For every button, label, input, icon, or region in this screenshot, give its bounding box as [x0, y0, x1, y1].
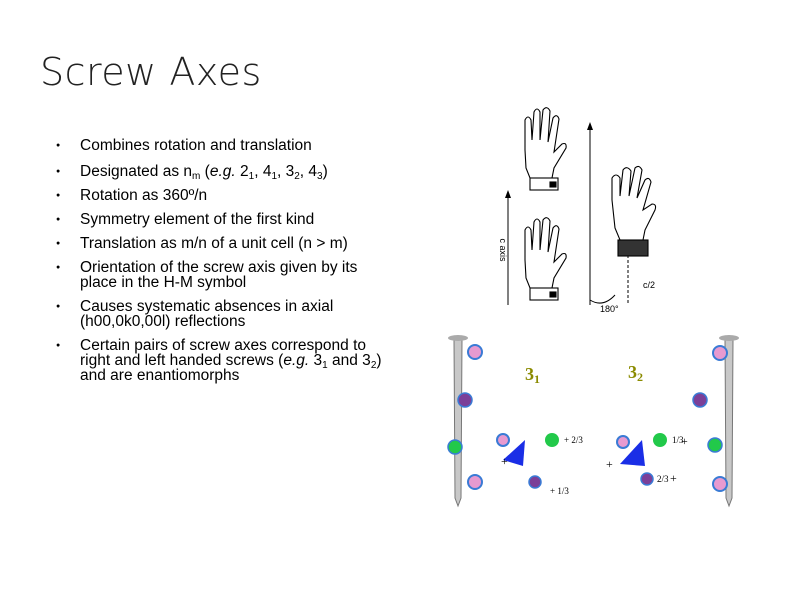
bullet-text: , 4	[254, 163, 272, 180]
screw-axis-figure: c axis c/2 180°	[440, 100, 740, 510]
bullet-text: ) and are enantiomorphs	[80, 352, 382, 384]
bullet-text: Rotation as 360º/n	[80, 187, 208, 204]
subscript: 1	[322, 360, 328, 371]
bullet-text: and 3	[327, 352, 371, 369]
screw-label-31: 31	[525, 364, 540, 386]
hand-icon	[524, 217, 567, 301]
italic-text: e.g.	[209, 163, 236, 180]
bullet-text: (	[200, 163, 210, 180]
bullet-text: Causes systematic absences in axial (h00…	[80, 298, 334, 330]
bullet-text: Translation as m/n of a unit cell (n > m…	[80, 235, 348, 252]
atom-purple	[528, 475, 542, 489]
atom-pink	[496, 433, 510, 447]
bullet-item: Orientation of the screw axis given by i…	[56, 259, 386, 291]
bullet-text: Certain pairs of screw axes correspond t…	[80, 337, 367, 369]
atom-green	[447, 439, 463, 455]
bullet-item: Certain pairs of screw axes correspond t…	[56, 337, 386, 384]
atom-pink	[616, 435, 630, 449]
c-half-label: c/2	[643, 280, 655, 290]
atom-purple	[692, 392, 708, 408]
atom-pink	[467, 474, 483, 490]
bullet-item: Causes systematic absences in axial (h00…	[56, 298, 386, 330]
subscript: 2	[370, 360, 377, 371]
triangle-right	[620, 440, 645, 466]
bullet-text: 2	[235, 163, 249, 180]
bullet-text: Orientation of the screw axis given by i…	[80, 259, 358, 291]
hand-icon	[524, 107, 567, 191]
bullet-item: Symmetry element of the first kind	[56, 211, 386, 228]
hand-icon	[611, 165, 657, 257]
label-plus: +	[681, 434, 688, 448]
bullet-text: , 3	[277, 163, 295, 180]
bullet-item: Translation as m/n of a unit cell (n > m…	[56, 235, 386, 252]
bullet-item: Rotation as 360º/n	[56, 187, 386, 204]
subscript: 1	[271, 171, 277, 182]
subscript: m	[192, 171, 201, 182]
atom-pink	[467, 344, 483, 360]
atom-green	[707, 437, 723, 453]
triangle-left	[503, 440, 525, 466]
label-two-thirds: 2/3	[657, 474, 669, 484]
screw-left	[453, 339, 463, 508]
bullet-text: )	[322, 163, 328, 180]
subscript: 1	[248, 171, 255, 182]
screw-label-32: 32	[628, 362, 643, 384]
label-plus: +	[606, 457, 613, 471]
bullet-item: Combines rotation and translation	[56, 137, 386, 154]
label-plus: +	[670, 471, 677, 485]
screw-axis-diagram: c axis c/2 180°	[447, 107, 739, 508]
subscript: 2	[294, 171, 300, 182]
c-axis-label: c axis	[498, 238, 508, 262]
label-plus: +	[501, 454, 508, 468]
subscript: 3	[317, 171, 323, 182]
atom-green	[545, 433, 559, 447]
italic-text: e.g.	[283, 352, 310, 369]
atom-pink	[712, 476, 728, 492]
atom-green	[653, 433, 667, 447]
bullet-list: Combines rotation and translation Design…	[56, 138, 386, 392]
bullet-text: Symmetry element of the first kind	[80, 211, 315, 228]
atom-purple	[457, 392, 473, 408]
bullet-item: Designated as nm (e.g. 21, 41, 32, 43)	[56, 163, 386, 182]
angle-label: 180°	[600, 304, 619, 314]
label-plus-one-third: + 1/3	[550, 486, 569, 496]
bullet-text: Combines rotation and translation	[80, 137, 312, 154]
label-one-third: 1/3	[672, 435, 684, 445]
hands-illustration: c axis c/2 180°	[498, 107, 657, 314]
label-plus-two-thirds: + 2/3	[564, 435, 583, 445]
bullet-text: , 4	[299, 163, 318, 180]
bullet-text: 3	[309, 352, 323, 369]
slide-title: Screw Axes	[40, 50, 262, 94]
screw-diagram: 31 32 + 2/3 + + 1/3 1/3 + + 2/3 +	[447, 335, 739, 508]
bullet-text: Designated as n	[80, 163, 193, 180]
atom-purple	[640, 472, 654, 486]
atom-pink	[712, 345, 728, 361]
